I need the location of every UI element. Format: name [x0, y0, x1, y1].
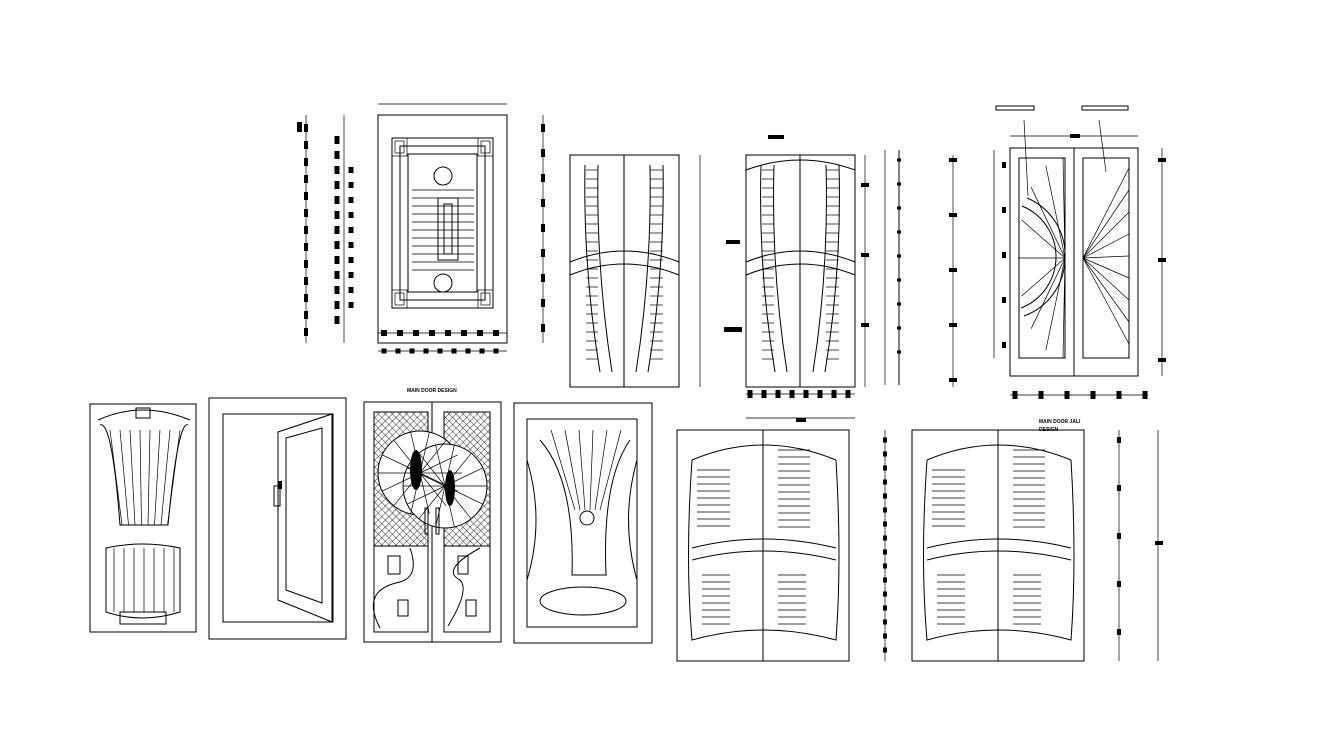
main-door-design-label: MAIN DOOR DESIGN [407, 388, 457, 394]
door-double-carved-1 [569, 154, 701, 388]
door-main-elevation: MAIN DOOR DESIGN [297, 103, 545, 394]
door-double-carved-4 [911, 429, 1163, 662]
jali-design-label-line1: MAIN DOOR JALI [1039, 419, 1081, 425]
door-fan-oval [513, 402, 653, 644]
door-fan-carved [89, 403, 197, 633]
door-double-sunburst [363, 401, 502, 643]
door-jali-double: MAIN DOOR JALI DESIGN [993, 105, 1166, 433]
door-double-carved-2 [724, 135, 957, 422]
door-plain-open [208, 397, 347, 640]
door-double-carved-3 [676, 429, 887, 662]
